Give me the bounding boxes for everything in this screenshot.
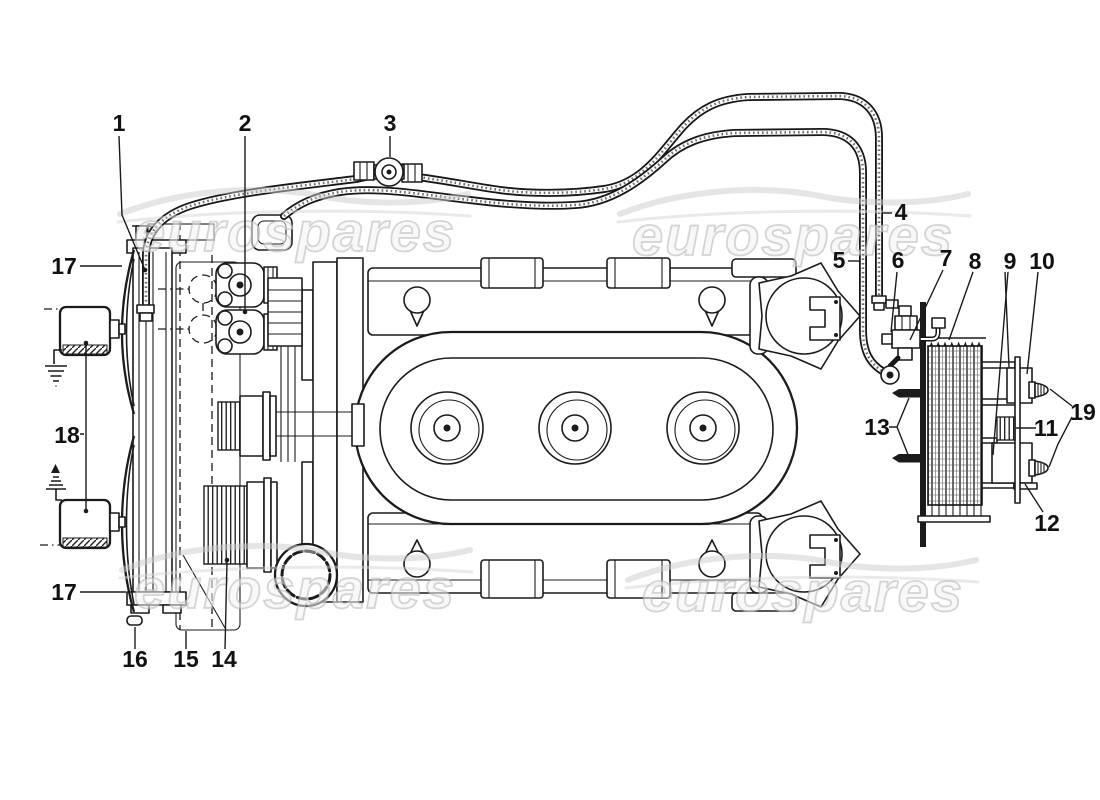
callout-14: 14 bbox=[211, 646, 237, 672]
car-swoosh-icon bbox=[625, 553, 979, 583]
cooler-mounting-plate bbox=[920, 302, 926, 547]
callout-5: 5 bbox=[833, 247, 846, 273]
watermark-top-left: eurospares bbox=[116, 187, 472, 264]
engine-block bbox=[301, 257, 861, 612]
callout-15: 15 bbox=[173, 646, 199, 672]
carburetor-top-1 bbox=[410, 391, 484, 465]
callout-10: 10 bbox=[1029, 248, 1055, 274]
callout-19: 19 bbox=[1070, 399, 1096, 425]
oil-line-lower bbox=[280, 127, 888, 376]
drive-belt bbox=[280, 346, 296, 462]
carburetor-top-3 bbox=[666, 391, 740, 465]
cooler-fitting-bottom bbox=[1028, 459, 1049, 477]
callout-2: 2 bbox=[239, 110, 252, 136]
thermostat-housing bbox=[251, 214, 293, 251]
mounting-rod-top bbox=[892, 389, 925, 398]
carburetor-top-2 bbox=[538, 391, 612, 465]
leader-lines bbox=[80, 135, 1073, 650]
banjo-fitting bbox=[880, 365, 900, 385]
oil-cooler bbox=[892, 302, 1049, 547]
valve-assembly bbox=[871, 295, 946, 385]
distributor-top bbox=[758, 262, 861, 370]
crank-damper-ring bbox=[273, 542, 339, 608]
callout-18: 18 bbox=[54, 422, 80, 448]
radiator-foot-pad bbox=[126, 615, 143, 626]
oil-line-upper bbox=[136, 91, 883, 322]
watermark-top-right: eurospares bbox=[616, 187, 972, 268]
cooler-fitting-top bbox=[1028, 381, 1049, 399]
pulley-middle bbox=[217, 391, 365, 461]
intake-stadium bbox=[353, 330, 799, 526]
car-swoosh-icon bbox=[617, 187, 971, 217]
watermark-bottom-right: eurospares bbox=[624, 553, 980, 624]
watermark-text: eurospares bbox=[642, 560, 964, 623]
callout-9: 9 bbox=[1004, 248, 1017, 274]
watermark-bottom-left: eurospares bbox=[118, 543, 474, 621]
callout-11: 11 bbox=[1034, 415, 1059, 441]
callout-3: 3 bbox=[384, 110, 397, 136]
cooler-union-11 bbox=[996, 416, 1016, 441]
cooler-core bbox=[927, 345, 983, 506]
callout-7: 7 bbox=[940, 245, 953, 271]
callout-4: 4 bbox=[895, 199, 908, 225]
callout-17-bottom: 17 bbox=[51, 579, 77, 605]
fan-motor-top bbox=[44, 305, 126, 357]
callout-6: 6 bbox=[892, 247, 905, 273]
pump-pulley bbox=[267, 277, 303, 347]
callout-1: 1 bbox=[113, 110, 126, 136]
watermark-text: eurospares bbox=[632, 204, 954, 267]
t-fitting bbox=[353, 157, 423, 187]
watermark-text: eurospares bbox=[134, 200, 456, 263]
callout-8: 8 bbox=[969, 248, 982, 274]
fan-motor-bottom bbox=[40, 498, 126, 550]
watermark-text: eurospares bbox=[134, 557, 456, 620]
car-swoosh-icon bbox=[119, 543, 473, 573]
mounting-rod-bottom bbox=[892, 454, 925, 463]
callout-17-top: 17 bbox=[51, 253, 77, 279]
callout-16: 16 bbox=[122, 646, 148, 672]
ground-symbol-bottom bbox=[46, 464, 66, 501]
ground-symbol-top bbox=[45, 349, 67, 387]
callout-numbers: 1 2 3 4 5 6 7 8 9 10 11 12 13 14 15 16 1… bbox=[51, 110, 1096, 672]
car-swoosh-icon bbox=[117, 187, 471, 217]
callout-13: 13 bbox=[864, 414, 890, 440]
callout-12: 12 bbox=[1034, 510, 1060, 536]
